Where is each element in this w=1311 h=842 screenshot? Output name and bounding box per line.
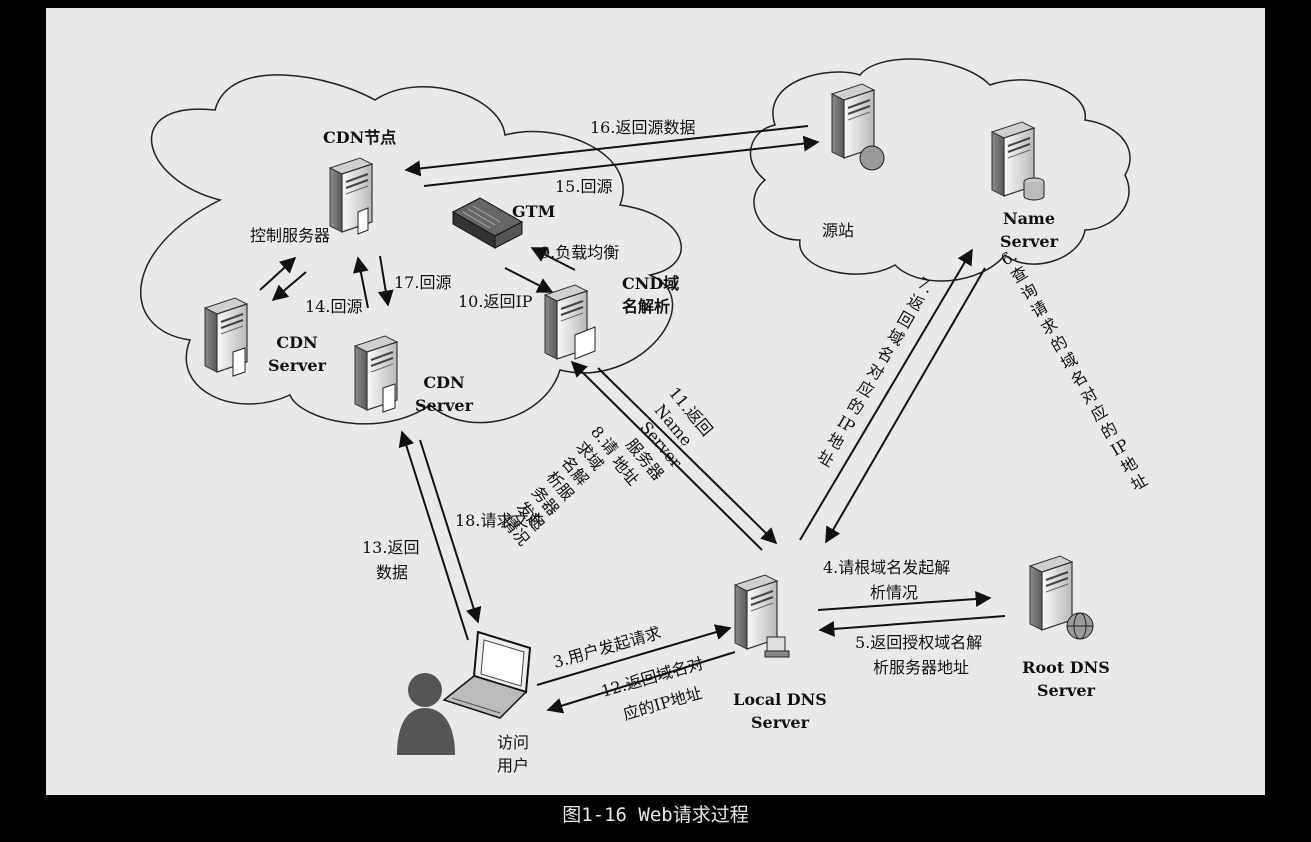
local-dns-label-1: Local DNS (733, 690, 827, 709)
arrow-13 (398, 430, 469, 641)
origin-cloud (749, 58, 1131, 282)
cnd-dns-server-icon (544, 284, 596, 360)
arrow-17-up (352, 256, 369, 309)
arrow-control-to-server (259, 256, 297, 291)
step-16-label: 16.返回源数据 (590, 118, 695, 137)
step-17-label: 17.回源 (394, 273, 451, 292)
step-9-label: 9.负载均衡 (540, 243, 619, 262)
figure-caption: 图1-16 Web请求过程 (562, 804, 749, 826)
cdn-server-b-label-2: Server (415, 396, 474, 415)
arrow-18 (419, 439, 482, 624)
step-4-label-1: 4.请根域名发起解 (823, 558, 950, 577)
arrow-9 (530, 247, 576, 271)
cnd-resolver-label-1: CND域 (622, 274, 679, 293)
arrow-7 (799, 248, 973, 541)
arrow-15 (423, 135, 820, 187)
name-server-icon (991, 121, 1045, 201)
step-6-label: 6. 查 询 请 求 的 域 名 对 应 的 IP 地 址 (998, 245, 1151, 494)
arrow-6 (825, 267, 986, 544)
user-label-2: 用户 (497, 756, 529, 775)
cdn-cloud (140, 74, 682, 425)
arrow-10 (504, 267, 554, 293)
step-5-label-1: 5.返回授权域名解 (855, 633, 982, 652)
arrow-5 (818, 615, 1006, 637)
step-15-label: 15.回源 (555, 177, 612, 196)
laptop-icon (442, 630, 532, 719)
cdn-server-b-label-1: CDN (423, 373, 464, 392)
arrow-16 (404, 125, 809, 177)
origin-server-icon (831, 83, 885, 171)
root-dns-label-2: Server (1037, 681, 1096, 700)
cdn-server-middle-icon (354, 335, 398, 413)
arrow-8 (597, 367, 778, 545)
step-13-label-1: 13.返回 (362, 538, 419, 557)
gtm-device-icon (451, 197, 524, 249)
step-7-label: 7. 返 回 域 名 对 应 的 IP 地 址 (814, 273, 937, 471)
local-dns-label-2: Server (751, 713, 810, 732)
local-dns-server-icon (734, 574, 790, 658)
arrow-11 (570, 360, 763, 551)
root-dns-label-1: Root DNS (1022, 658, 1110, 677)
step-4-label-2: 析情况 (870, 583, 918, 602)
name-server-label-2: Server (1000, 232, 1059, 251)
arrow-17-down (377, 255, 394, 307)
cdn-control-server-icon (329, 157, 373, 235)
arrow-12 (546, 651, 736, 714)
step-14-label: 14.回源 (305, 297, 362, 316)
arrow-14 (271, 271, 307, 302)
diagram-panel: CDN节点 控制服务器 GTM CND域 名解析 CDN Server CDN … (46, 8, 1265, 795)
step-18-label: 18.请求文件 (455, 511, 544, 530)
arrow-4 (817, 591, 992, 611)
control-server-label: 控制服务器 (250, 226, 330, 245)
root-dns-server-icon (1029, 555, 1094, 640)
step-10-label: 10.返回IP (458, 292, 533, 311)
user-person-icon (397, 673, 455, 755)
origin-label: 源站 (822, 221, 854, 240)
step-13-label-2: 数据 (376, 563, 408, 582)
cnd-resolver-label-2: 名解析 (622, 297, 670, 316)
cdn-node-label: CDN节点 (323, 128, 396, 147)
user-label-1: 访问 (497, 733, 529, 752)
cdn-server-a-label-1: CDN (276, 333, 317, 352)
step-5-label-2: 析服务器地址 (873, 658, 969, 677)
web-request-diagram: CDN节点 控制服务器 GTM CND域 名解析 CDN Server CDN … (140, 58, 1151, 775)
step-8-label: 8.请 求域 名解 析服 务器 发起 情况 (498, 422, 621, 549)
arrow-3 (536, 624, 732, 686)
name-server-label-1: Name (1003, 209, 1055, 228)
cdn-server-a-label-2: Server (268, 356, 327, 375)
cdn-server-left-icon (204, 297, 248, 377)
gtm-label: GTM (512, 202, 555, 221)
